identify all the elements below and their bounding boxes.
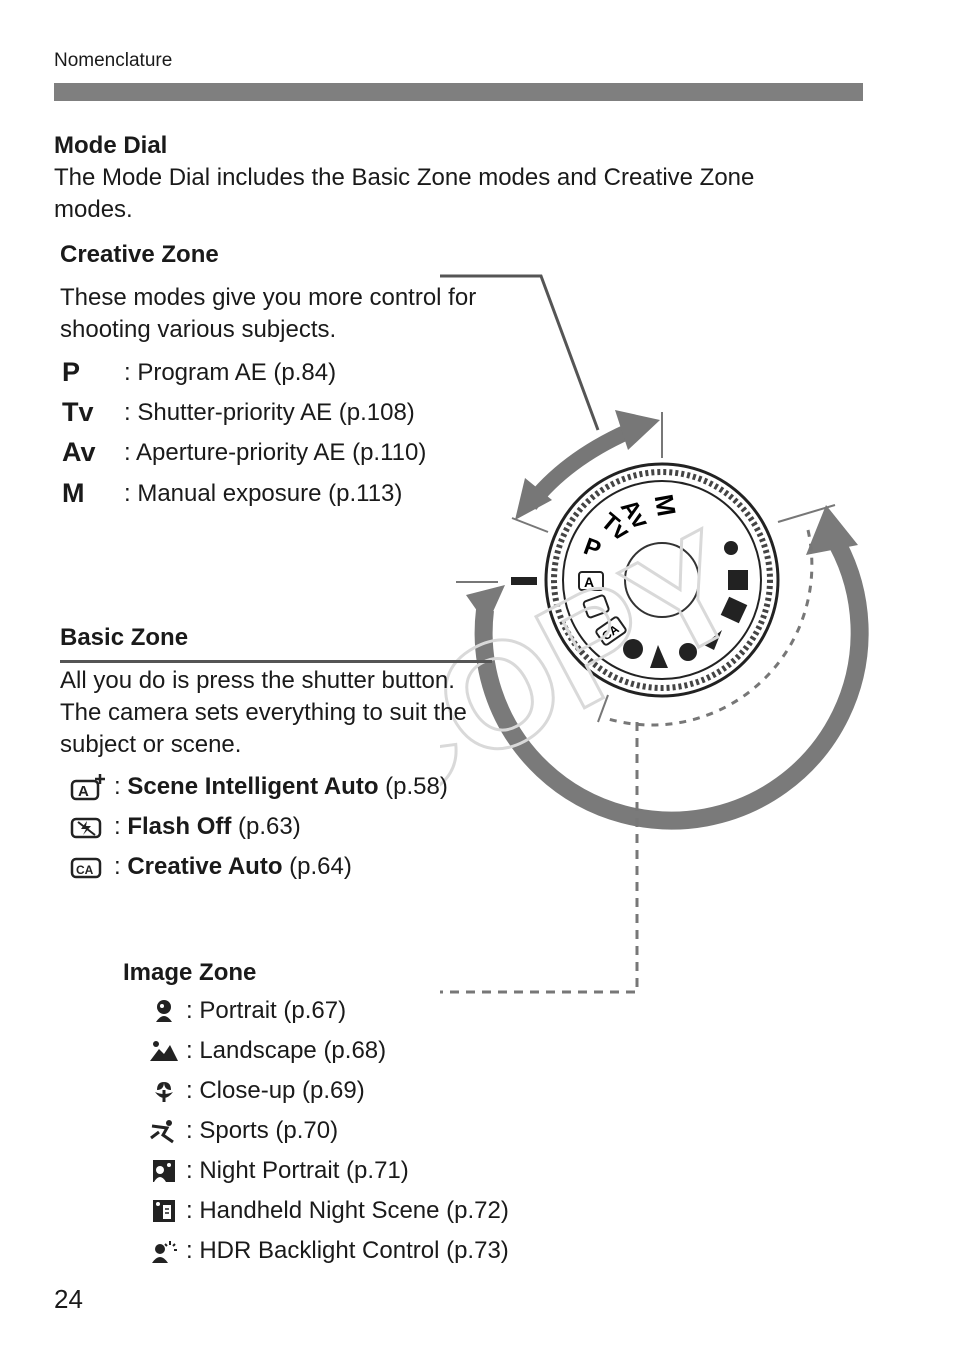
landscape-icon: [148, 1037, 180, 1065]
creative-zone-desc-1: These modes give you more control for: [60, 284, 477, 311]
creative-zone-desc-2: shooting various subjects.: [60, 316, 337, 343]
scene-intelligent-auto-icon: A: [62, 773, 114, 801]
dial-label-a: A: [584, 574, 594, 590]
mode-dial-illustration: M Av Tv P A CA COPY: [440, 274, 869, 994]
creative-item-aperture: Av : Aperture-priority AE (p.110): [62, 437, 426, 468]
manual-text: : Manual exposure (p.113): [124, 479, 403, 507]
program-symbol: P: [62, 357, 81, 387]
manual-symbol: M: [62, 478, 85, 508]
aperture-text: : Aperture-priority AE (p.110): [124, 438, 427, 466]
creative-zone-title: Creative Zone: [60, 241, 219, 268]
basic-zone-desc-1: All you do is press the shutter button.: [60, 667, 455, 694]
close-up-text: : Close-up (p.69): [186, 1077, 365, 1104]
aperture-symbol: Av: [62, 437, 96, 467]
svg-text:A: A: [78, 783, 89, 800]
creative-item-program: P : Program AE (p.84): [62, 357, 336, 388]
handheld-night-scene-icon: [148, 1197, 180, 1225]
basic-item-creative-auto: CA : Creative Auto (p.64): [62, 853, 352, 881]
flash-off-icon: [62, 813, 114, 841]
creative-auto-page: (p.64): [289, 853, 352, 880]
svg-text:CA: CA: [76, 863, 94, 877]
section-header: Nomenclature: [54, 50, 173, 71]
intro-text: The Mode Dial includes the Basic Zone mo…: [54, 164, 755, 223]
handheld-night-text: : Handheld Night Scene (p.72): [186, 1197, 509, 1224]
image-item-night-portrait: : Night Portrait (p.71): [148, 1157, 409, 1185]
landscape-text: : Landscape (p.68): [186, 1037, 387, 1064]
shutter-text: : Shutter-priority AE (p.108): [124, 398, 415, 426]
night-portrait-icon: [148, 1157, 180, 1185]
dial-center: [624, 542, 700, 618]
image-item-handheld-night: : Handheld Night Scene (p.72): [148, 1197, 509, 1225]
dial-label-m: M: [649, 492, 682, 519]
image-item-sports: : Sports (p.70): [148, 1117, 338, 1145]
flash-off-name: Flash Off: [127, 813, 232, 840]
close-up-icon: [148, 1077, 180, 1105]
hdr-backlight-text: : HDR Backlight Control (p.73): [186, 1237, 509, 1264]
creative-item-shutter: Tv : Shutter-priority AE (p.108): [62, 397, 415, 428]
page-number: 24: [54, 1284, 83, 1314]
basic-item-flash-off: : Flash Off (p.63): [62, 813, 301, 841]
sports-icon: [148, 1117, 180, 1145]
flash-off-page: (p.63): [238, 813, 301, 840]
image-zone-title: Image Zone: [123, 959, 257, 986]
hdr-backlight-icon: [148, 1237, 180, 1265]
scene-auto-page: (p.58): [385, 773, 448, 800]
page-title: Mode Dial: [54, 132, 168, 159]
image-item-close-up: : Close-up (p.69): [148, 1077, 365, 1105]
creative-auto-name: Creative Auto: [127, 853, 283, 880]
dial-index-mark: [511, 577, 537, 585]
scene-auto-name: Scene Intelligent Auto: [127, 773, 379, 800]
image-item-hdr-backlight: : HDR Backlight Control (p.73): [148, 1237, 509, 1265]
night-portrait-text: : Night Portrait (p.71): [186, 1157, 409, 1184]
basic-zone-title: Basic Zone: [60, 624, 189, 651]
image-item-portrait: : Portrait (p.67): [148, 997, 346, 1025]
shutter-symbol: Tv: [62, 397, 94, 427]
basic-item-scene-auto: A : Scene Intelligent Auto (p.58): [62, 773, 448, 801]
image-item-landscape: : Landscape (p.68): [148, 1037, 386, 1065]
image-zone-arc: [604, 529, 814, 727]
basic-zone-rule: [60, 660, 492, 663]
basic-zone-desc-3: subject or scene.: [60, 731, 242, 758]
basic-zone-desc-2: The camera sets everything to suit the: [60, 699, 467, 726]
creative-auto-icon: CA: [62, 853, 114, 881]
portrait-icon: [148, 997, 180, 1025]
creative-item-manual: M : Manual exposure (p.113): [62, 478, 402, 509]
header-bar: [54, 83, 863, 101]
portrait-text: : Portrait (p.67): [186, 997, 347, 1024]
creative-leader-line: [440, 274, 600, 431]
sports-text: : Sports (p.70): [186, 1117, 339, 1144]
program-text: : Program AE (p.84): [124, 358, 337, 386]
basic-zone-arrow: [474, 540, 869, 830]
